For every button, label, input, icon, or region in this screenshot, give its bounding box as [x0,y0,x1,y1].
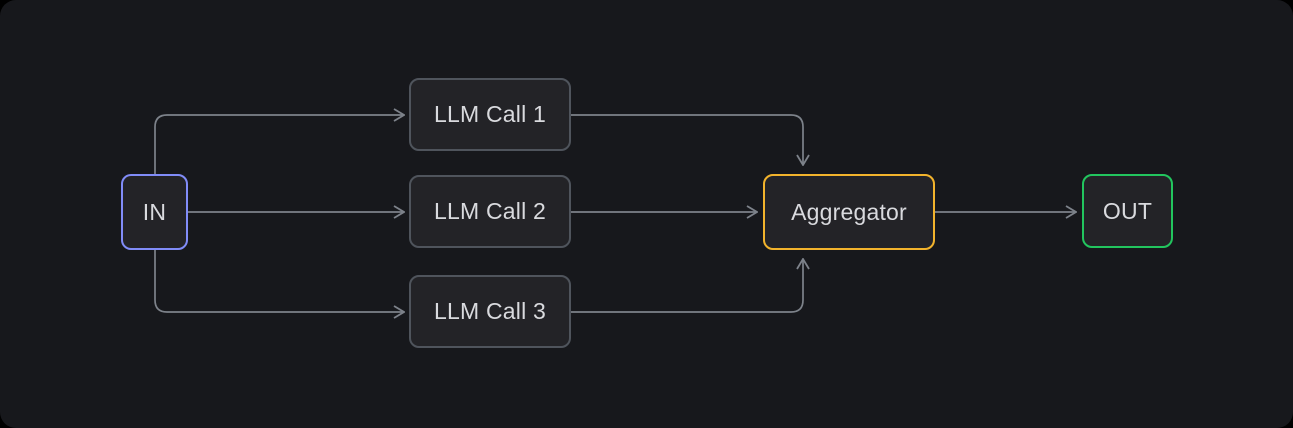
edge-in-to-llm-call-3 [154,250,404,312]
node-out: OUT [1082,174,1173,248]
edge-llm-call-3-to-aggregator [571,259,803,313]
node-aggregator-label: Aggregator [791,198,907,225]
node-llm-call-1-label: LLM Call 1 [434,101,546,127]
node-llm-call-2-label: LLM Call 2 [434,198,546,224]
node-llm-call-2: LLM Call 2 [409,175,571,248]
node-llm-call-1: LLM Call 1 [409,78,571,151]
edge-in-to-llm-call-1 [154,115,404,174]
node-in-label: IN [142,198,167,225]
node-llm-call-3-label: LLM Call 3 [434,298,546,324]
node-aggregator: Aggregator [763,174,935,250]
node-in: IN [121,174,188,250]
edge-llm-call-1-to-aggregator [571,114,803,165]
node-llm-call-3: LLM Call 3 [409,275,571,348]
node-out-label: OUT [1102,197,1153,224]
